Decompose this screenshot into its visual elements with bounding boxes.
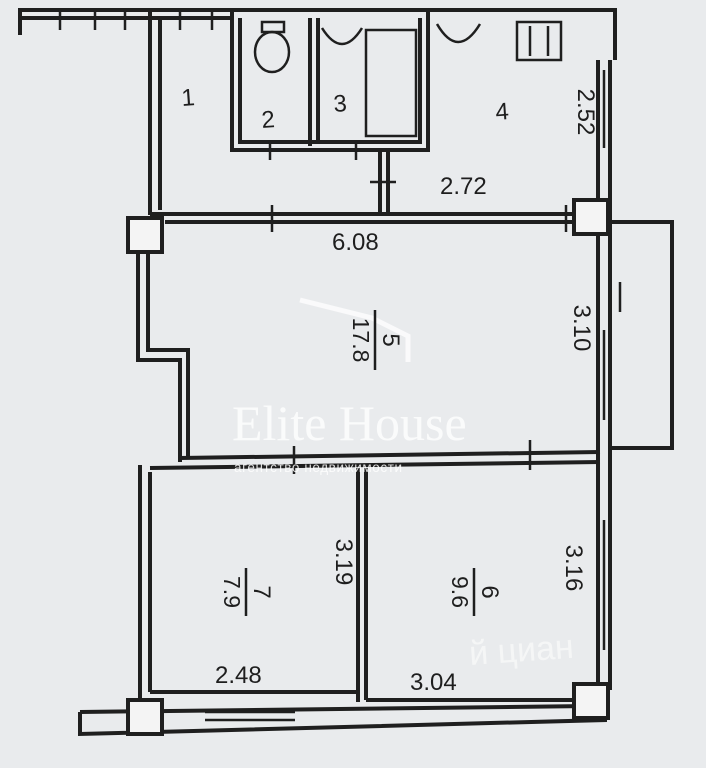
room-7-label: 7 7.9 (219, 568, 275, 616)
stove-icon (515, 20, 563, 62)
room-7-number: 7 (248, 585, 275, 598)
room-6-area: 9.6 (447, 576, 473, 608)
dim-room5-top: 6.08 (332, 229, 379, 256)
living-left-wall-outer (136, 240, 182, 462)
room-6-number: 6 (476, 585, 503, 598)
bedroom-top-wall-inner (149, 460, 601, 470)
room-7-area: 7.9 (219, 576, 245, 608)
sink-icon-room3 (320, 27, 364, 46)
room-3-number: 3 (333, 90, 348, 118)
room-labels: 1 2 3 4 5 17.8 6 9.6 7 7.9 (181, 84, 510, 616)
room-5-label: 5 17.8 (348, 310, 404, 370)
dim-room5-side-group: 3.10 (568, 305, 595, 352)
dimension-labels: 2.52 2.72 6.08 3.10 3.19 2.48 3.16 3.04 (215, 89, 599, 696)
walls (18, 8, 674, 737)
watermark-tagline: агентство недвижимости (234, 460, 403, 475)
bathtub-icon (364, 28, 418, 138)
living-left-wall (146, 238, 190, 458)
dim-room7-side: 3.19 (330, 539, 357, 586)
column-right-top (572, 198, 610, 236)
watermark-corner: й циан (468, 628, 575, 673)
dim-room4-side: 2.52 (572, 89, 599, 136)
dim-room5-side: 3.10 (568, 305, 595, 352)
sink-icon-room4 (435, 23, 482, 44)
toilet-icon (253, 30, 291, 74)
dim-room6-side-group: 3.16 (560, 545, 587, 592)
dim-room4-side-group: 2.52 (572, 89, 599, 136)
watermark-roof-icon (299, 297, 411, 362)
windows (58, 10, 622, 722)
columns (126, 198, 610, 736)
room-1-number: 1 (181, 84, 196, 112)
room-5-number: 5 (377, 333, 404, 346)
room-6-label: 6 9.6 (447, 568, 503, 616)
balcony (610, 220, 674, 450)
bottom-outer-wall-inner (79, 704, 591, 714)
watermark: Elite House агентство недвижимости й циа… (232, 297, 575, 673)
column-bottom-left (126, 698, 164, 736)
fixtures (253, 20, 563, 138)
watermark-brand: Elite House (232, 395, 467, 451)
wc-block-outer (230, 12, 430, 152)
room-4-number: 4 (495, 98, 510, 126)
dim-room7-bottom: 2.48 (215, 662, 262, 689)
dim-room4-bottom: 2.72 (440, 173, 487, 200)
top-outer-wall (18, 8, 617, 60)
wc-block-inner (238, 18, 422, 144)
room-2-number: 2 (261, 106, 276, 134)
column-bottom-right (572, 682, 610, 720)
room-5-area: 17.8 (348, 318, 374, 363)
column-left (126, 216, 164, 254)
bedroom-top-wall (179, 450, 601, 460)
dim-room6-side: 3.16 (560, 545, 587, 592)
dim-room7-side-group: 3.19 (330, 539, 357, 586)
dim-room6-bottom: 3.04 (410, 669, 457, 696)
toilet-tank-icon (260, 20, 286, 34)
